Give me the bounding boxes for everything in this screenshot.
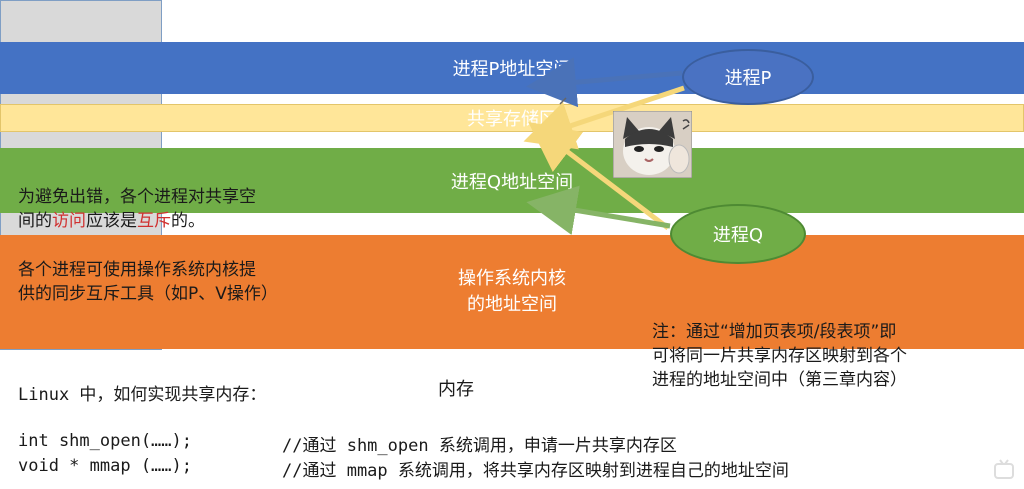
process-q-bubble: 进程Q — [670, 204, 806, 264]
small-mark — [559, 97, 567, 105]
watermark-icon — [994, 459, 1014, 479]
code-shm-open-comment: //通过 shm_open 系统调用，申请一片共享内存区 — [282, 436, 677, 456]
segment-kernel: 操作系统内核 的地址空间 — [0, 235, 1024, 349]
segment-process-p: 进程P地址空间 — [0, 42, 1024, 94]
highlight-mutex: 互斥 — [137, 211, 171, 231]
memory-caption: 内存 — [438, 379, 474, 400]
sync-tools-paragraph: 各个进程可使用操作系统内核提 供的同步互斥工具（如P、V操作） — [18, 258, 348, 306]
code-shm-open-signature: int shm_open(……); — [18, 431, 192, 451]
code-mmap-signature: void * mmap (……); — [18, 456, 192, 476]
note-line-1: 注：通过“增加页表项/段表项”即 — [652, 322, 897, 342]
mutex-line-2: 间的访问应该是互斥的。 — [18, 209, 338, 233]
process-p-bubble: 进程P — [682, 49, 814, 105]
sync-line-1: 各个进程可使用操作系统内核提 — [18, 260, 256, 280]
mutex-text-a: 间的 — [18, 211, 52, 231]
process-q-label: 进程Q — [712, 225, 764, 246]
cat-sticker-image — [613, 111, 692, 178]
arrow-q-to-q-space — [526, 185, 671, 235]
arrow-p-to-p-space — [526, 57, 683, 108]
mutex-text-b: 应该是 — [86, 211, 137, 231]
segment-process-q: 进程Q地址空间 — [0, 148, 1024, 213]
linux-heading: Linux 中，如何实现共享内存： — [18, 385, 267, 405]
code-mmap-comment: //通过 mmap 系统调用，将共享内存区映射到进程自己的地址空间 — [282, 461, 789, 481]
note-line-2: 可将同一片共享内存区映射到各个 — [652, 346, 907, 366]
sync-line-2: 供的同步互斥工具（如P、V操作） — [18, 284, 278, 304]
highlight-access: 访问 — [52, 211, 86, 231]
arrow-q-to-shared — [528, 121, 670, 230]
note-paragraph: 注：通过“增加页表项/段表项”即 可将同一片共享内存区映射到各个 进程的地址空间… — [652, 320, 992, 392]
memory-column: 进程P地址空间 共享存储区 进程Q地址空间 操作系统内核 的地址空间 — [0, 0, 1024, 350]
mutex-line-1: 为避免出错，各个进程对共享空 — [18, 187, 256, 207]
note-line-3: 进程的地址空间中（第三章内容） — [652, 370, 907, 390]
mutex-paragraph: 为避免出错，各个进程对共享空 间的访问应该是互斥的。 — [18, 185, 338, 233]
mutex-text-c: 的。 — [171, 211, 205, 231]
process-p-label: 进程P — [724, 68, 772, 89]
